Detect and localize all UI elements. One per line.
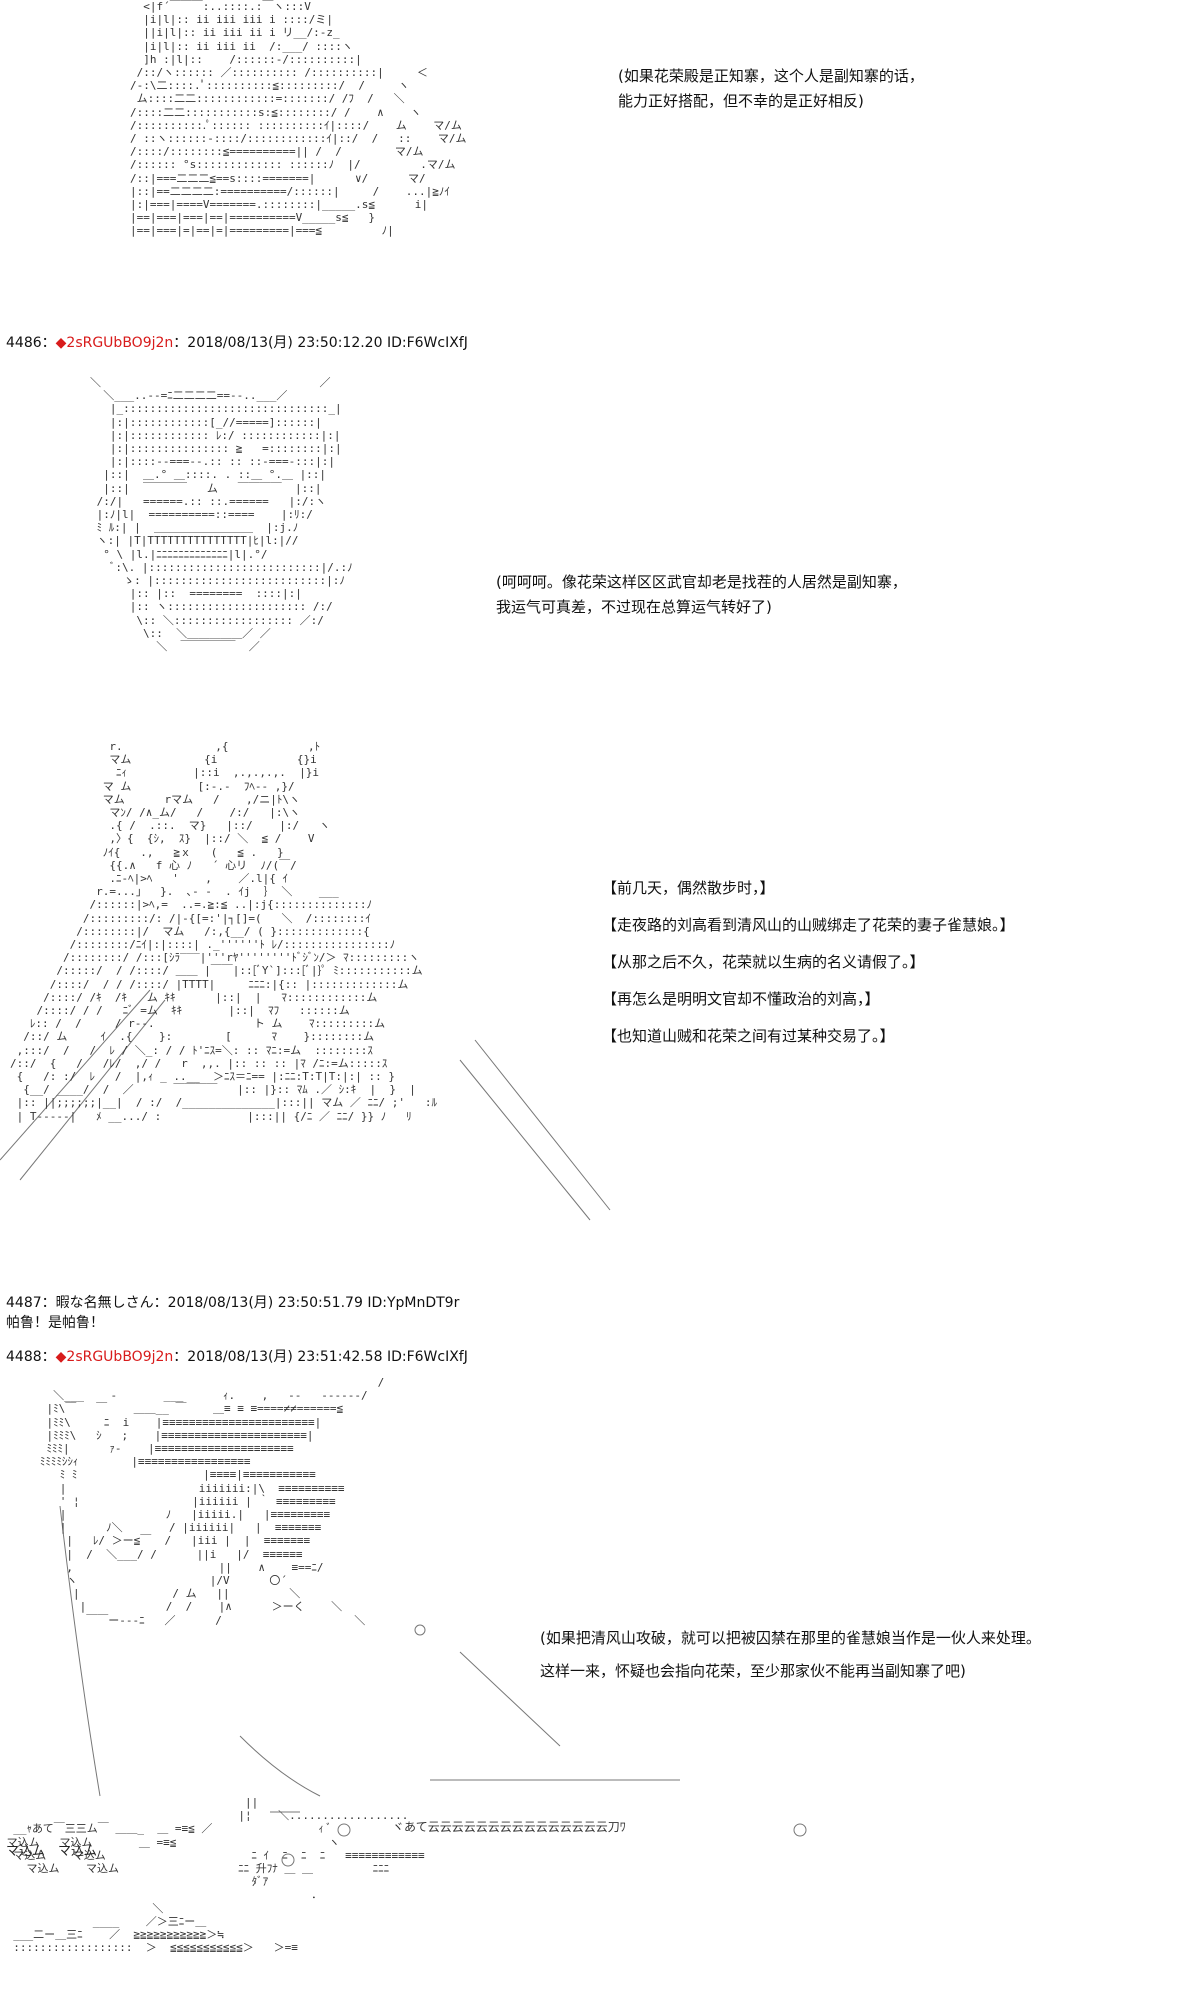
caption-line: 【再怎么是明明文官却不懂政治的刘高，】 bbox=[602, 990, 880, 1008]
sfx-left: マ込ム マ込ム bbox=[6, 1844, 98, 1859]
caption-line: 能力正好搭配，但不幸的是正好相反) bbox=[618, 92, 864, 110]
post-id[interactable]: ID:F6WcIXfJ bbox=[386, 335, 468, 351]
ascii-art-figure-1: <|f´￣￣￣:..::::.:￣ヽ:::V |i|l|:: ii iii ii… bbox=[130, 0, 467, 238]
ascii-art-bottom-row: || |¦ ＼.................. __ｬあて￣三三ム￣ ＿＿_… bbox=[6, 1796, 425, 1955]
ascii-art-figure-3: r. ,{ ,ﾄ マム {i {}i ﾆｨ |::i ,.,.,.,. |}i … bbox=[10, 740, 437, 1123]
post-datetime: ：2018/08/13(月) 23:50:51.79 bbox=[153, 1295, 363, 1311]
trip-code: ◆2sRGUbBO9j2n bbox=[55, 1349, 174, 1365]
caption-line: (如果花荣殿是正知寨，这个人是副知寨的话， bbox=[618, 67, 924, 85]
caption-line: (如果把清风山攻破，就可以把被囚禁在那里的雀慧娘当作是一伙人来处理。 bbox=[540, 1629, 1041, 1647]
post-body-4487: 帕鲁！是帕鲁！ bbox=[6, 1315, 104, 1331]
post-number[interactable]: 4488 bbox=[6, 1349, 42, 1365]
caption-line: 我运气可真差，不过现在总算运气转好了) bbox=[496, 598, 772, 616]
caption-line: 【走夜路的刘高看到清风山的山贼绑走了花荣的妻子雀慧娘。】 bbox=[602, 916, 1015, 934]
post-header-4486: 4486：◆2sRGUbBO9j2n：2018/08/13(月) 23:50:1… bbox=[6, 332, 468, 352]
post-separator: ： bbox=[41, 1295, 56, 1311]
caption-line: 【前几天，偶然散步时，】 bbox=[602, 879, 775, 897]
caption-line: (呵呵呵。像花荣这样区区武官却老是找茬的人居然是副知寨， bbox=[496, 573, 907, 591]
panel-4-lines bbox=[59, 1505, 807, 1867]
poster-name: 暇な名無しさん bbox=[55, 1295, 154, 1311]
post-separator: ： bbox=[41, 1349, 56, 1365]
panel-1-caption: (如果花荣殿是正知寨，这个人是副知寨的话， 能力正好搭配，但不幸的是正好相反) bbox=[618, 64, 924, 114]
panel-3-caption: 【前几天，偶然散步时，】 【走夜路的刘高看到清风山的山贼绑走了花荣的妻子雀慧娘。… bbox=[602, 870, 1015, 1055]
ascii-art-figure-4: / ＼___ - ___ ｨ. , -- ------/ |ﾐ\￣ ￣ ＿＿__… bbox=[39, 1376, 385, 1627]
ascii-art-face: ＼ ／ ＼___..--=ﾆ二二二二==--..___／ |_:::::::::… bbox=[90, 376, 353, 654]
post-number[interactable]: 4486 bbox=[6, 335, 42, 351]
caption-line: 【从那之后不久，花荣就以生病的名义请假了。】 bbox=[602, 953, 925, 971]
sfx-right: ヾあて云云云云云云云云云云云云云云云刀ﾜ bbox=[392, 1820, 626, 1834]
post-datetime: ：2018/08/13(月) 23:51:42.58 bbox=[173, 1349, 383, 1365]
caption-line: 这样一来，怀疑也会指向花荣，至少那家伙不能再当副知寨了吧) bbox=[540, 1662, 966, 1680]
post-header-4488: 4488：◆2sRGUbBO9j2n：2018/08/13(月) 23:51:4… bbox=[6, 1346, 468, 1366]
panel-4-caption: (如果把清风山攻破，就可以把被囚禁在那里的雀慧娘当作是一伙人来处理。 这样一来，… bbox=[540, 1622, 1041, 1688]
post-header-4487: 4487：暇な名無しさん：2018/08/13(月) 23:50:51.79 I… bbox=[6, 1292, 459, 1312]
post-id[interactable]: ID:YpMnDT9r bbox=[367, 1295, 460, 1311]
post-number[interactable]: 4487 bbox=[6, 1295, 42, 1311]
panel-3-diagonal-lines bbox=[0, 989, 611, 1221]
caption-line: 【也知道山贼和花荣之间有过某种交易了。】 bbox=[602, 1027, 895, 1045]
post-separator: ： bbox=[41, 335, 56, 351]
panel-2-caption: (呵呵呵。像花荣这样区区武官却老是找茬的人居然是副知寨， 我运气可真差，不过现在… bbox=[496, 570, 907, 620]
trip-code: ◆2sRGUbBO9j2n bbox=[55, 335, 174, 351]
post-datetime: ：2018/08/13(月) 23:50:12.20 bbox=[173, 335, 383, 351]
post-id[interactable]: ID:F6WcIXfJ bbox=[386, 1349, 468, 1365]
